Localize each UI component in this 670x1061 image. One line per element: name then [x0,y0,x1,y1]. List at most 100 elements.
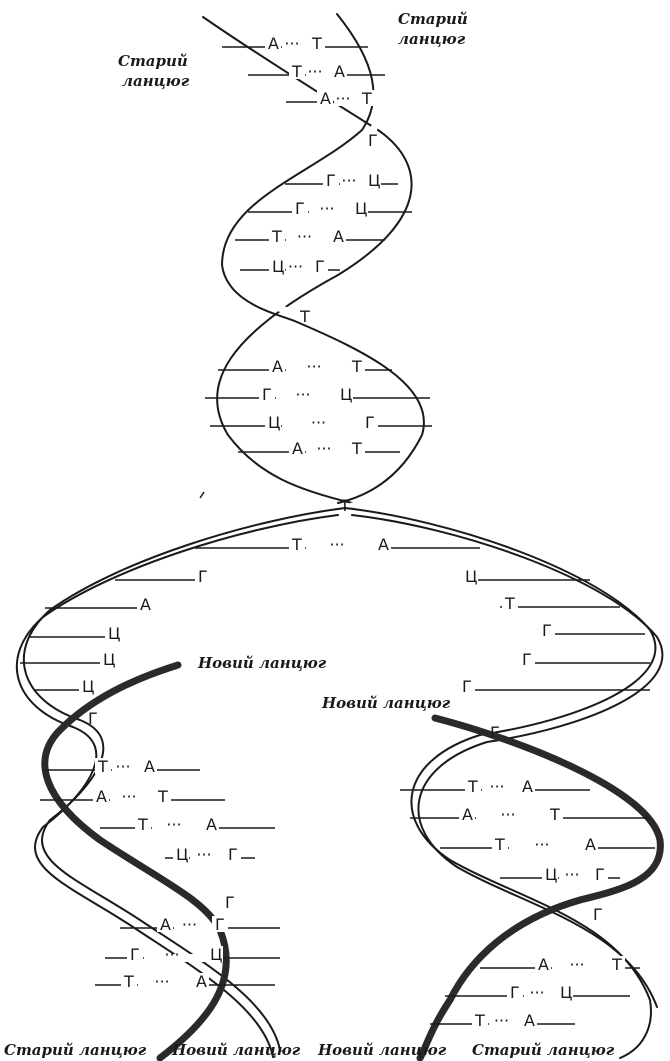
crossing-6: Г [225,893,235,912]
right-daughter-pair-2-right-base: Т [549,805,560,824]
parent-pair-6-left-base: Т [271,227,282,246]
right-daughter-pair-2-right-base-bg [547,806,563,822]
fork-left-outer-2 [16,514,339,1058]
right-unpaired-4: Г [519,650,650,669]
right-daughter-pair-7-left-base: Т [474,1011,485,1030]
label-new-right: Новий ланцюг [321,694,451,712]
parent-pair-7-dots-bg [286,266,313,274]
right-daughter-pair-4-hbond: ··· [564,865,579,884]
left-daughter-pair-1-right-base: А [144,757,155,776]
right-daughter-pair-6-right-base: Ц [560,983,572,1002]
parent-pair-12-right-base-bg [375,536,391,552]
parent-pair-7-left-base-bg [269,258,285,274]
parent-pair-8-dots-bg [286,366,350,374]
parent-pair-8-hbond: ··· [306,357,321,376]
left-daughter-pair-6-dots-bg [144,954,208,962]
right-daughter-pair-5-hbond: ··· [569,955,584,974]
left-daughter-pair-1-dots-bg [112,766,142,774]
left-unpaired-5-base: Ц [82,677,94,696]
parent-pair-1-left-base: А [268,34,279,53]
crossing-1: Г [368,131,378,150]
right-daughter-pair-3-right-base-bg [582,836,598,852]
parent-pair-5-hbond: ··· [319,199,334,218]
crossing-4: Г [88,709,98,728]
parent-pair-6-right-base-bg [330,228,346,244]
parent-pair-5-dots-bg [309,208,353,216]
right-unpaired-3-base: Г [542,621,552,640]
parent-pair-8-right-base-bg [349,358,365,374]
crossing-7: Г [593,905,603,924]
parent-pair-9-right-base: Ц [340,385,352,404]
left-daughter-pair-5-dots-bg [174,924,213,932]
left-daughter-pair-7-hbond: ··· [154,972,169,991]
right-daughter-pair-4-right-base: Г [595,865,605,884]
left-daughter-pair-2-right-base: Т [157,787,168,806]
label-old-top-left-2: ланцюг [122,72,190,90]
old-strand-b-fill [226,6,436,512]
left-daughter-pair-6-left-base-bg [127,946,143,962]
parent-pair-6-hbond: ··· [297,227,312,246]
parent-pair-6-right-base: А [333,227,344,246]
parent-pair-8-left-base-bg [269,358,285,374]
right-daughter-pair-5-right-base: Т [611,955,622,974]
parent-pair-2-right-base: А [334,62,345,81]
label-bottom-2: Новий ланцюг [171,1041,301,1059]
parent-pair-5-right-base: Ц [355,199,367,218]
parent-pair-11-right-base-bg [349,440,365,456]
left-unpaired-4-base: Ц [103,650,115,669]
parent-pair-7-left-base: Ц [272,257,284,276]
right-daughter-pair-5-left-base: А [538,955,549,974]
old-strand-b-edge2 [220,13,425,504]
parent-pair-2-right-base-bg [331,63,347,79]
left-unpaired-1-base: Г [198,567,208,586]
left-daughter-pair-5-left-base: А [160,915,171,934]
crossing-5: Г [490,723,500,742]
crossing-3: Т [339,496,350,515]
parent-pair-5-left-base-bg [292,200,308,216]
parent-pair-11-hbond: ··· [316,439,331,458]
parent-pair-9-dots-bg [276,394,338,402]
parent-pair-6-left-base-bg [269,228,285,244]
right-daughter-pair-4-left-base-bg [542,866,558,882]
right-daughter-pair-4-right-base-bg [592,866,608,882]
left-daughter-pair-4-right-base-bg [225,846,241,862]
left-daughter-pair-6-hbond: ··· [164,945,179,964]
left-daughter-pair-5-right-base: Г [215,915,225,934]
left-daughter-pair-6-left-base: Г [130,945,140,964]
parent-pair-3-right-base: Т [361,89,372,108]
stray-mark [199,491,205,499]
left-daughter-pair-6-right-base: Ц [210,945,222,964]
right-daughter-pair-3-dots-bg [509,844,583,852]
parent-pair-3-dots-bg [334,98,360,106]
right-daughter-pair-4-dots-bg [559,874,593,882]
right-unpaired-1: Ц [462,567,590,586]
parent-pair-12-right-base: А [378,535,389,554]
parent-pair-10-dots-bg [282,422,363,430]
left-unpaired-2: А [45,595,153,614]
right-daughter-pair-2-left-base-bg [459,806,475,822]
parent-pair-9-hbond: ··· [295,385,310,404]
right-daughter-pair-1-right-base-bg [519,778,535,794]
right-daughter-pair-7-left-base-bg [472,1012,488,1028]
old-strand-b [228,9,433,509]
left-unpaired-4-bg [100,651,116,667]
left-daughter-pair-4-dots-bg [190,854,226,862]
right-daughter-pair-2-hbond: ··· [500,805,515,824]
left-daughter-pair-6: Г Ц ··· [105,945,280,964]
crossing-labels: Г Т Т Г Г Г Г [88,131,603,924]
right-daughter-pair-6-right-base-bg [557,984,573,1000]
parent-pair-1-left-base-bg [265,35,281,51]
parent-pair-8-right-base: Т [351,357,362,376]
right-daughter-pair-7-right-base: А [524,1011,535,1030]
left-daughter-pair-2-left-base-bg [93,788,109,804]
right-unpaired-1-base: Ц [465,567,477,586]
parent-pair-9-right-base-bg [337,386,353,402]
